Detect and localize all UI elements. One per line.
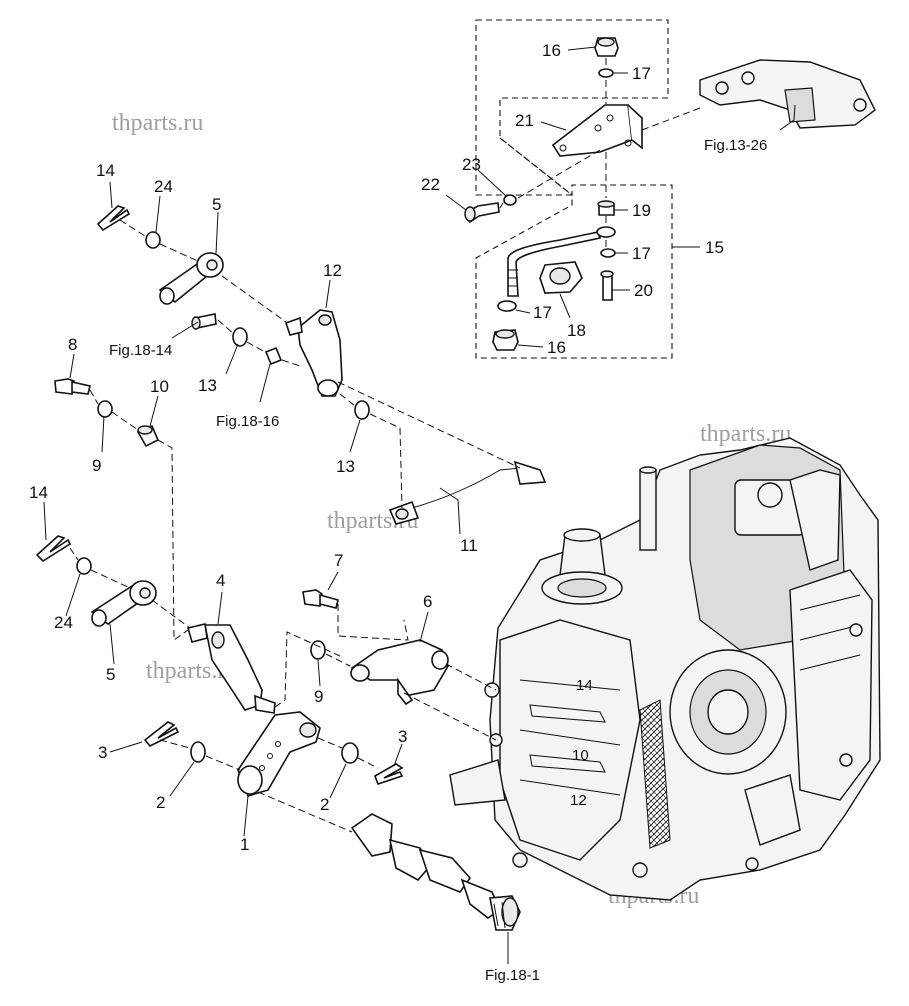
callout-14: 14: [96, 161, 115, 180]
assembly-lines: [69, 58, 701, 833]
washer-13-top: [232, 327, 248, 347]
callout-4: 4: [216, 571, 225, 590]
callout-19: 19: [632, 201, 651, 220]
callout-11: 11: [460, 536, 478, 555]
clip-14-top: [96, 205, 131, 232]
callout-1: 1: [240, 835, 249, 854]
washer-24-top: [145, 231, 161, 249]
figure-references: Fig.13-26 Fig.18-14 Fig.18-16 Fig.18-1: [109, 137, 767, 984]
cable-11: [388, 460, 547, 525]
bolt-22: [464, 202, 500, 224]
callout-10: 10: [150, 377, 169, 396]
callout-21: 21: [515, 111, 534, 130]
callout-20: 20: [634, 281, 653, 300]
callout-8: 8: [68, 335, 77, 354]
ball-joint-5-top: [158, 252, 224, 305]
rod-15: [507, 226, 616, 297]
ball-joint-5-low: [90, 580, 157, 627]
lever-1: [237, 711, 321, 797]
bracket-assembly-ref: [699, 59, 876, 129]
washer-24-low: [76, 557, 92, 575]
callout-17: 17: [632, 244, 651, 263]
group-box-upper: [475, 19, 669, 196]
bolt-7: [302, 589, 339, 609]
figure-ref-18-14: Fig.18-14: [109, 342, 172, 359]
callout-23: 23: [462, 155, 481, 174]
callouts: 16 17 21 23 22 19 17 15 20 17 18 16 14 2…: [29, 41, 724, 854]
callout-5: 5: [106, 665, 115, 684]
bolt-20: [600, 270, 614, 301]
engine-block: 14 10 12: [449, 437, 881, 901]
nut-16-low: [492, 329, 519, 351]
bolt-8: [54, 378, 91, 395]
sleeve-10: [136, 424, 160, 448]
shift-shaft-fig18-1: [350, 813, 521, 931]
bracket-6: [350, 639, 449, 706]
washer-17-low: [497, 300, 517, 312]
callout-2: 2: [320, 795, 329, 814]
washer-13-low: [354, 400, 370, 420]
washer-23: [503, 194, 517, 206]
callout-12: 12: [323, 261, 342, 280]
clip-3-right: [374, 763, 404, 786]
callout-24: 24: [54, 613, 73, 632]
lever-12: [284, 309, 343, 397]
callout-13: 13: [198, 376, 217, 395]
callout-14: 14: [29, 483, 48, 502]
washer-2-left: [190, 741, 206, 763]
nut-16-top: [594, 37, 619, 57]
callout-7: 7: [334, 551, 343, 570]
pin-fig18-14: [191, 313, 217, 330]
callout-24: 24: [154, 177, 173, 196]
callout-13: 13: [336, 457, 355, 476]
callout-9: 9: [314, 687, 323, 706]
callout-17: 17: [632, 64, 651, 83]
callout-16: 16: [547, 338, 566, 357]
nut-18: [539, 261, 583, 294]
callout-18: 18: [567, 321, 586, 340]
leader-lines: [43, 46, 796, 964]
clip-14-low: [35, 535, 72, 563]
engine-mark: 14: [576, 677, 593, 694]
washer-9-top: [97, 400, 113, 418]
callout-17: 17: [533, 303, 552, 322]
watermark: thparts.ru: [112, 110, 203, 136]
callout-3: 3: [398, 727, 407, 746]
callout-3: 3: [98, 743, 107, 762]
callout-5: 5: [212, 195, 221, 214]
group-box-15: [475, 137, 673, 359]
callout-2: 2: [156, 793, 165, 812]
callout-9: 9: [92, 456, 101, 475]
washer-2-right: [341, 742, 359, 764]
washer-17-top: [598, 68, 614, 78]
plate-21: [551, 104, 643, 157]
figure-ref-18-1: Fig.18-1: [485, 967, 540, 984]
callout-16: 16: [542, 41, 561, 60]
lever-4: [187, 623, 276, 714]
callout-6: 6: [423, 592, 432, 611]
washer-17-mid: [600, 248, 616, 258]
washer-9-low: [310, 640, 326, 660]
callout-22: 22: [421, 175, 440, 194]
engine-mark: 12: [570, 792, 587, 809]
figure-ref-18-16: Fig.18-16: [216, 413, 279, 430]
sleeve-fig18-16: [264, 346, 283, 366]
clip-3-left: [143, 721, 180, 747]
bushing-19: [597, 200, 615, 216]
callout-15: 15: [705, 238, 724, 257]
figure-ref-13-26: Fig.13-26: [704, 137, 767, 154]
engine-mark: 10: [572, 747, 589, 764]
